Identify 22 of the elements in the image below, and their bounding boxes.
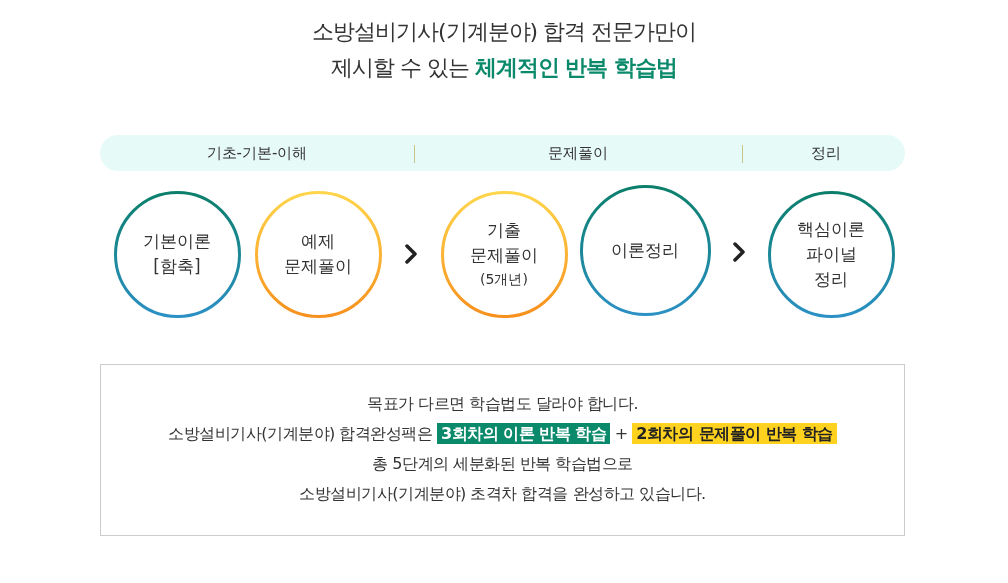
stage-label: 문제풀이 xyxy=(548,143,608,163)
title-text: 소방설비기사(기계분야) 합격 전문가만이 제시할 수 있는 체계적인 반복 학습법 xyxy=(310,18,698,82)
step-label: (5개년) xyxy=(479,270,529,289)
body-text: 소방설비기사(기계분야) 합격완성팩은 3회차의 이론 반복 학습 + 2회차의 문제풀이 반복 학습 xyxy=(101,422,904,446)
body-text: 소방설비기사(기계분야) 초격차 합격을 완성하고 있습니다. xyxy=(298,483,707,505)
step-label: 기본이론 [함축] xyxy=(142,230,212,278)
step-label: 기출 문제풀이 xyxy=(469,219,539,267)
step-circle xyxy=(767,190,895,318)
chevron-arrow xyxy=(733,242,745,262)
body-text: 총 5단계의 세분화된 반복 학습법으로 xyxy=(371,453,634,475)
body-text: 목표가 다르면 학습법도 달라야 합니다. xyxy=(366,393,639,415)
stage-band xyxy=(100,135,905,171)
step-circle xyxy=(579,184,711,316)
step-label: 이론정리 xyxy=(610,238,680,262)
stage-label: 정리 xyxy=(811,143,841,163)
step-label: 예제 문제풀이 xyxy=(283,230,353,278)
step-circle xyxy=(254,190,382,318)
step-circle xyxy=(440,190,568,318)
stage-label: 기초-기본-이해 xyxy=(206,143,308,163)
chevron-arrow xyxy=(405,244,417,264)
step-circle xyxy=(113,190,241,318)
step-label: 핵심이론 파이널 정리 xyxy=(796,217,866,291)
